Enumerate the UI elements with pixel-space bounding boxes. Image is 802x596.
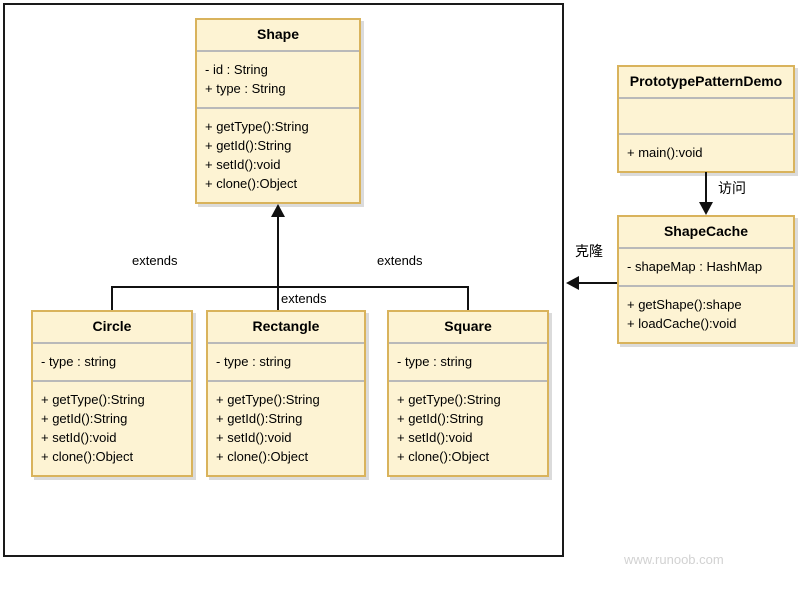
- attribute-row: - type : string: [216, 354, 292, 370]
- class-divider: [33, 342, 191, 345]
- class-title-rectangle: Rectangle: [252, 318, 320, 334]
- class-divider: [33, 380, 191, 383]
- package-frame: [3, 3, 564, 557]
- edge-label-extends-square: extends: [377, 253, 423, 269]
- method-row: + main():void: [627, 145, 703, 161]
- class-divider: [197, 50, 359, 53]
- edge-label-cache-to-package: 克隆: [575, 243, 603, 259]
- method-row: + getId():String: [205, 138, 292, 154]
- attribute-row: - type : string: [41, 354, 117, 370]
- class-divider: [197, 107, 359, 110]
- association-arrowhead-package: [566, 276, 579, 290]
- class-title-prototype-pattern-demo: PrototypePatternDemo: [629, 73, 783, 89]
- class-box-shape[interactable]: Shape - id : String + type : String + ge…: [195, 18, 361, 205]
- class-attributes-circle: - type : string: [33, 344, 191, 380]
- method-row: + getType():String: [41, 392, 145, 408]
- class-divider: [208, 380, 364, 383]
- method-row: + clone():Object: [205, 176, 298, 192]
- class-divider: [389, 342, 547, 345]
- method-row: + getShape():shape: [627, 297, 742, 313]
- method-row: + getType():String: [205, 119, 309, 135]
- class-methods-shape-cache: + getShape():shape + loadCache():void: [619, 287, 793, 342]
- inheritance-bar-horizontal: [111, 286, 469, 288]
- class-attributes-square: - type : string: [389, 344, 547, 380]
- method-row: + loadCache():void: [627, 316, 737, 332]
- class-divider: [389, 380, 547, 383]
- method-row: + clone():Object: [397, 449, 490, 465]
- inheritance-drop-circle: [111, 286, 113, 310]
- edge-label-extends-rectangle: extends: [281, 291, 327, 307]
- class-box-circle[interactable]: Circle - type : string + getType():Strin…: [31, 310, 193, 478]
- edge-label-extends-circle: extends: [132, 253, 178, 269]
- attribute-row: - id : String: [205, 62, 268, 78]
- class-methods-rectangle: + getType():String + getId():String + se…: [208, 382, 364, 475]
- method-row: + setId():void: [397, 430, 473, 446]
- watermark: www.runoob.com: [624, 552, 724, 567]
- class-divider: [619, 133, 793, 136]
- attribute-row: - shapeMap : HashMap: [627, 259, 763, 275]
- method-row: + clone():Object: [41, 449, 134, 465]
- class-attributes-shape: - id : String + type : String: [197, 52, 359, 107]
- class-box-shape-cache[interactable]: ShapeCache - shapeMap : HashMap + getSha…: [617, 215, 795, 345]
- method-row: + getId():String: [216, 411, 303, 427]
- class-methods-square: + getType():String + getId():String + se…: [389, 382, 547, 475]
- method-row: + setId():void: [205, 157, 281, 173]
- class-attributes-prototype-pattern-demo: [619, 99, 793, 133]
- class-title-circle: Circle: [92, 318, 132, 334]
- method-row: + clone():Object: [216, 449, 309, 465]
- class-box-square[interactable]: Square - type : string + getType():Strin…: [387, 310, 549, 478]
- method-row: + setId():void: [41, 430, 117, 446]
- inheritance-arrowhead-shape: [271, 204, 285, 217]
- class-divider: [208, 342, 364, 345]
- attribute-row: + type : String: [205, 81, 286, 97]
- association-arrowhead-cache: [699, 202, 713, 215]
- inheritance-stem-vertical: [277, 216, 279, 310]
- class-box-prototype-pattern-demo[interactable]: PrototypePatternDemo + main():void: [617, 65, 795, 174]
- method-row: + getId():String: [397, 411, 484, 427]
- inheritance-drop-square: [467, 286, 469, 310]
- method-row: + setId():void: [216, 430, 292, 446]
- attribute-row: - type : string: [397, 354, 473, 370]
- class-divider: [619, 247, 793, 250]
- class-methods-prototype-pattern-demo: + main():void: [619, 135, 793, 171]
- class-title-square: Square: [444, 318, 492, 334]
- method-row: + getType():String: [397, 392, 501, 408]
- class-title-shape: Shape: [256, 26, 299, 42]
- class-methods-circle: + getType():String + getId():String + se…: [33, 382, 191, 475]
- class-title-shape-cache: ShapeCache: [663, 223, 749, 239]
- association-line-cache-to-package: [570, 282, 617, 284]
- association-line-demo-to-cache: [705, 172, 707, 204]
- class-attributes-shape-cache: - shapeMap : HashMap: [619, 249, 793, 285]
- class-attributes-rectangle: - type : string: [208, 344, 364, 380]
- class-box-rectangle[interactable]: Rectangle - type : string + getType():St…: [206, 310, 366, 478]
- method-row: + getId():String: [41, 411, 128, 427]
- edge-label-demo-to-cache: 访问: [718, 180, 746, 196]
- class-divider: [619, 97, 793, 100]
- class-methods-shape: + getType():String + getId():String + se…: [197, 109, 359, 202]
- method-row: + getType():String: [216, 392, 320, 408]
- class-divider: [619, 285, 793, 288]
